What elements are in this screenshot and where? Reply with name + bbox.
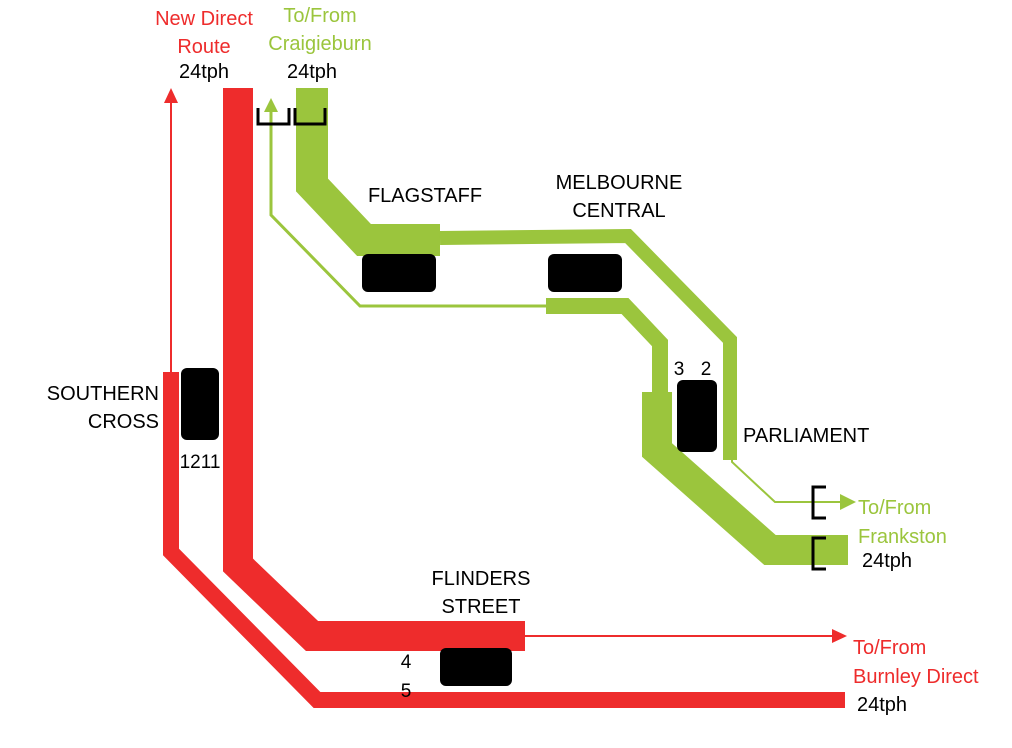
platform-group [181, 254, 717, 686]
bracket-craigieburn-left [256, 108, 291, 126]
flagstaff-label: FLAGSTAFF [368, 185, 482, 207]
new-direct-label-1: New Direct [155, 8, 253, 30]
southern-cross-lower-track [163, 372, 845, 708]
thin-loop-track [269, 110, 548, 308]
new-direct-label-2: Route [177, 36, 230, 58]
southern-cross-label-1: SOUTHERN [47, 383, 159, 405]
craigieburn-label-1: To/From [283, 5, 356, 27]
craigieburn-label-2: Craigieburn [268, 33, 371, 55]
burnley-label-2: Burnley Direct [853, 666, 979, 688]
frankston-frequency: 24tph [862, 550, 912, 572]
bracket-frankston-lower [811, 536, 826, 571]
flinders-platform-number-4: 4 [401, 652, 412, 673]
bracket-frankston-upper [811, 485, 826, 520]
flinders-street-label-2: STREET [442, 596, 521, 618]
southern-cross-platform [181, 368, 219, 440]
upper-city-loop-track [439, 228, 737, 460]
green-line-group [269, 88, 848, 565]
flinders-platform-number-5: 5 [401, 681, 412, 702]
parliament-label: PARLIAMENT [743, 425, 869, 447]
new-direct-arrow-up [164, 88, 178, 103]
craigieburn-frequency: 24tph [287, 61, 337, 83]
new-direct-main-track [223, 88, 525, 651]
frankston-arrow-right [840, 494, 856, 510]
frankston-label-1: To/From [858, 497, 931, 519]
melbourne-central-label-1: MELBOURNE [556, 172, 683, 194]
station-labels: FLAGSTAFF MELBOURNE CENTRAL PARLIAMENT S… [47, 172, 870, 618]
route-labels: New Direct Route 24tph To/From Craigiebu… [155, 5, 979, 716]
craigieburn-track [296, 88, 440, 256]
parliament-platform [677, 380, 717, 452]
burnley-label-1: To/From [853, 637, 926, 659]
flinders-street-label-1: FLINDERS [432, 568, 531, 590]
flagstaff-platform [362, 254, 436, 292]
new-direct-frequency: 24tph [179, 61, 229, 83]
frankston-thin-track [731, 460, 842, 503]
melbourne-central-platform [548, 254, 622, 292]
red-line-group [163, 88, 845, 708]
parliament-platform-number-2: 2 [701, 359, 712, 380]
southern-cross-label-2: CROSS [88, 411, 159, 433]
bracket-group [256, 108, 826, 571]
platform-numbers: 1211 3 2 4 5 [180, 359, 712, 702]
craigieburn-arrow-up [264, 98, 278, 112]
parliament-platform-number-3: 3 [674, 359, 685, 380]
frankston-label-2: Frankston [858, 526, 947, 548]
frankston-thick-track [642, 392, 848, 565]
southern-cross-platform-numbers: 1211 [180, 452, 221, 473]
flinders-street-platform [440, 648, 512, 686]
burnley-arrow-right [832, 629, 847, 643]
melbourne-central-label-2: CENTRAL [572, 200, 665, 222]
bracket-craigieburn-right [293, 108, 327, 126]
lower-melbourne-central-track [546, 298, 668, 392]
burnley-frequency: 24tph [857, 694, 907, 716]
